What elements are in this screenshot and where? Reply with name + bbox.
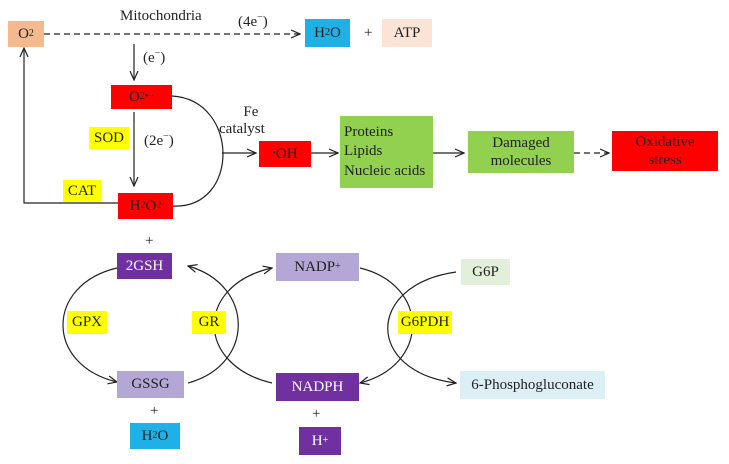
plus-gssg: + — [150, 403, 159, 419]
sod-tag: SOD — [89, 127, 129, 149]
four-electron-label: (4e−) — [238, 12, 268, 30]
g6pdh-tag: G6PDH — [398, 311, 452, 334]
mitochondria-label: Mitochondria — [120, 8, 202, 24]
fe-catalyst-label: Fe catalyst — [219, 104, 265, 138]
arrow-fenton-curve — [171, 95, 224, 207]
nadp-box: NADP+ — [276, 253, 359, 281]
gpx-tag: GPX — [67, 311, 107, 334]
plus-top: + — [364, 25, 373, 41]
gsh-box: 2GSH — [117, 253, 172, 279]
arrow-g6p-to-6pg — [387, 271, 456, 383]
targets-box: Proteins Lipids Nucleic acids — [340, 116, 433, 188]
one-electron-label: (e−) — [143, 48, 166, 66]
two-electron-label: (2e−) — [144, 131, 174, 149]
h-plus-box: H+ — [299, 427, 341, 455]
atp-box: ATP — [382, 19, 432, 47]
nadph-box: NADPH — [276, 373, 359, 401]
gr-tag: GR — [192, 311, 226, 334]
plus-nadph: + — [312, 406, 321, 422]
hydroxyl-box: •OH — [259, 141, 311, 167]
arrow-cat-loop — [24, 48, 118, 204]
oxidative-stress-box: Oxidative stress — [612, 131, 718, 171]
gssg-box: GSSG — [117, 371, 184, 398]
plus-gsh: + — [145, 233, 154, 249]
cat-tag: CAT — [63, 180, 101, 202]
arrow-gpx-cycle — [62, 267, 117, 382]
arrow-gr-cycle — [188, 266, 239, 384]
damaged-molecules-box: Damaged molecules — [468, 131, 574, 173]
g6p-box: G6P — [461, 259, 510, 285]
phosphogluconate-box: 6-Phosphogluconate — [460, 371, 605, 399]
